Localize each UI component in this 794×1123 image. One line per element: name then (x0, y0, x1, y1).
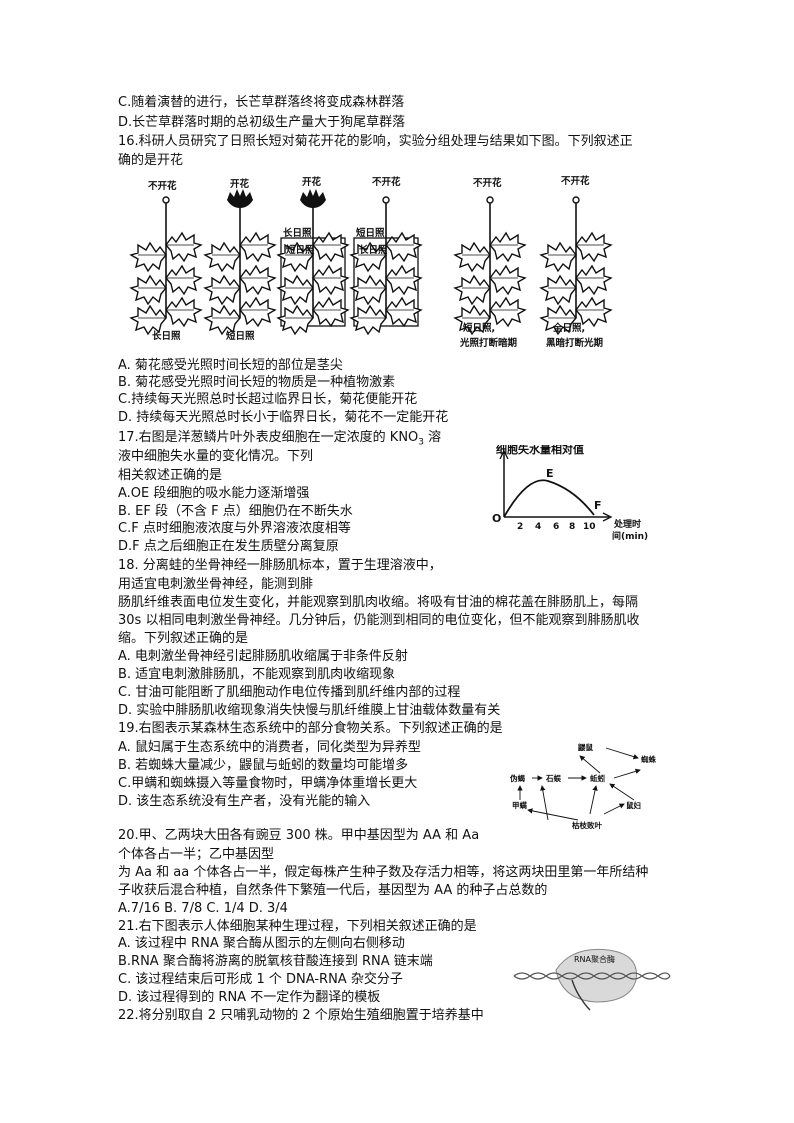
plant-4-lower-label: 长日照 (359, 245, 388, 256)
q19-option-a: A. 鼠妇属于生态系统中的消费者，同化类型为异养型 (118, 740, 421, 755)
q21-transcription-figure: RNA聚合酶 (512, 940, 672, 1012)
q18-option-a: A. 电刺激坐骨神经引起腓肠肌收缩属于非条件反射 (118, 649, 408, 664)
plant-4-upper-label: 短日照 (356, 228, 385, 239)
q19-option-b: B. 若蜘蛛大量减少，鼹鼠与蚯蚓的数量均可能增多 (118, 758, 409, 773)
tick-2: 2 (517, 522, 523, 532)
q21-option-b: B.RNA 聚合酶将游离的脱氧核苷酸连接到 RNA 链末端 (118, 954, 433, 969)
q15-option-c: C.随着演替的进行，长芒草群落终将变成森林群落 (118, 95, 405, 110)
q17-stem-subscript: 3 (418, 437, 425, 448)
q18-line4: 30s 以相同电刺激坐骨神经。几分钟后，仍能测到相同的电位变化，但不能观察到腓肠… (118, 613, 640, 628)
plant-2-bottom-label: 短日照 (226, 331, 255, 342)
q20-line1: 20.甲、乙两块大田各有豌豆 300 株。甲中基因型为 AA 和 Aa (118, 828, 480, 843)
plant-1 (131, 196, 201, 334)
rna-strand (571, 979, 591, 1011)
q18-option-d: D. 实验中腓肠肌收缩现象消失快慢与肌纤维膜上甘油载体数量有关 (118, 703, 501, 718)
q16-option-a: A. 菊花感受光照时间长短的部位是茎尖 (118, 358, 343, 373)
q17-option-c: C.F 点时细胞液浓度与外界溶液浓度相等 (118, 521, 351, 536)
plant-3-upper-label: 长日照 (283, 228, 312, 239)
q21-option-c: C. 该过程结束后可形成 1 个 DNA-RNA 杂交分子 (118, 972, 403, 987)
plant-5-bottom-label-1: 短日照, (463, 323, 496, 334)
plant-4-top-label: 不开花 (372, 177, 401, 188)
plant-6-bottom-label-1: 全日照, (553, 323, 586, 334)
q19-option-d: D. 该生态系统没有生产者，没有光能的输入 (118, 794, 371, 809)
q22-stem: 22.将分别取自 2 只哺乳动物的 2 个原始生殖细胞置于培养基中 (118, 1008, 484, 1023)
dna-strand-2 (513, 972, 671, 980)
q17-stem-line1: 17.右图是洋葱鳞片叶外表皮细胞在一定浓度的 KNO3 溶 (118, 429, 441, 452)
plant-5 (455, 196, 525, 334)
y-axis-arrow (499, 449, 509, 460)
q20-line3: 为 Aa 和 aa 个体各占一半，假定每株产生种子数及存活力相等，将这两块田里第… (118, 865, 649, 880)
q16-option-b: B. 菊花感受光照时间长短的物质是一种植物激素 (118, 375, 396, 390)
q16-stem-line2: 确的是开花 (118, 153, 184, 168)
q18-line1: 18. 分离蛙的坐骨神经一腓肠肌标本，置于生理溶液中， (118, 558, 442, 573)
q16-plant-svg (118, 189, 638, 355)
q17-option-a: A.OE 段细胞的吸水能力逐渐增强 (118, 486, 310, 501)
plant-6-bottom-label-2: 黑暗打断光期 (546, 338, 604, 349)
plant-3 (278, 189, 348, 334)
q20-options: A.7/16 B. 7/8 C. 1/4 D. 3/4 (118, 901, 288, 916)
node-mole: 鼹鼠 (578, 742, 593, 752)
q17-chart: 细胞失水量相对值 O 2 4 6 8 10 E F 处理时 间(min) (484, 442, 664, 545)
q18-line3: 肠肌纤维表面电位发生变化，并能观察到肌肉收缩。将吸有甘油的棉花盖在腓肠肌上，每隔 (118, 595, 639, 610)
tick-4: 4 (535, 522, 541, 532)
plant-1-top-label: 不开花 (148, 181, 177, 192)
q21-transcription-svg: RNA聚合酶 (513, 948, 671, 1011)
node-litter: 枯枝败叶 (572, 820, 602, 830)
q17-stem-line3: 相关叙述正确的是 (118, 468, 223, 483)
plant-3-lower-label: 短日照 (286, 245, 315, 256)
tick-6: 6 (553, 522, 559, 532)
node-spider: 蜘蛛 (641, 754, 656, 764)
q18-line2: 用适宜电刺激坐骨神经，能测到腓 (118, 577, 314, 592)
q17-stem-part2: 溶 (424, 430, 442, 445)
q15-option-d: D.长芒草群落时期的总初级生产量大于狗尾草群落 (118, 115, 406, 130)
q19-option-c: C.甲螨和蜘蛛摄入等量食物时，甲螨净体重增长更大 (118, 776, 418, 791)
tick-8: 8 (569, 522, 575, 532)
x-axis-arrow (602, 512, 613, 522)
q17-stem-part1: 17.右图是洋葱鳞片叶外表皮细胞在一定浓度的 KNO (118, 430, 419, 445)
plant-4 (351, 196, 421, 334)
q18-line5: 缩。下列叙述正确的是 (118, 631, 249, 646)
q19-food-web-svg: 鼹鼠 蜘蛛 伪蝎 石蜈 蚯蚓 甲螨 鼠妇 枯枝败叶 (509, 742, 656, 830)
plant-2-top-label: 开花 (230, 179, 250, 190)
chart-xlabel-2: 间(min) (612, 530, 648, 542)
q18-option-c: C. 甘油可能阻断了肌细胞动作电位传播到肌纤维内部的过程 (118, 685, 461, 700)
q20-line2: 个体各占一半；乙中基因型 (118, 847, 275, 862)
plant-5-top-label: 不开花 (473, 178, 502, 189)
q21-stem: 21.右下图表示人体细胞某种生理过程，下列相关叙述正确的是 (118, 919, 477, 934)
q17-chart-svg: 细胞失水量相对值 O 2 4 6 8 10 E F 处理时 间(min) (492, 442, 648, 542)
node-centipede: 石蜈 (545, 773, 561, 783)
q17-stem-line2: 液中细胞失水量的变化情况。下列 (118, 449, 314, 464)
node-mite: 甲螨 (512, 800, 527, 810)
q18-option-b: B. 适宜电刺激腓肠肌，不能观察到肌肉收缩现象 (118, 667, 396, 682)
chart-ylabel: 细胞失水量相对值 (496, 445, 584, 456)
plant-6 (541, 196, 611, 334)
q19-food-web: 鼹鼠 蜘蛛 伪蝎 石蜈 蚯蚓 甲螨 鼠妇 枯枝败叶 (508, 738, 668, 834)
plant-5-bottom-label-2: 光照打断暗期 (460, 338, 518, 349)
water-loss-curve (503, 479, 595, 518)
node-earthworm: 蚯蚓 (590, 773, 605, 783)
q16-plant-figure: 不开花 长日照 开花 短日照 开花 长日照 短日照 不开花 短日照 长日照 不开… (118, 170, 638, 355)
point-e-label: E (546, 467, 554, 480)
q16-option-d: D. 持续每天光照总时长小于临界日长，菊花不一定能开花 (118, 410, 449, 425)
chart-origin: O (492, 512, 501, 525)
q21-option-a: A. 该过程中 RNA 聚合酶从图示的左侧向右侧移动 (118, 936, 405, 951)
tick-10: 10 (583, 522, 596, 532)
plant-6-top-label: 不开花 (561, 176, 590, 187)
q21-option-d: D. 该过程得到的 RNA 不一定作为翻译的模板 (118, 990, 381, 1005)
node-pseudoscorpion: 伪蝎 (509, 773, 525, 783)
point-f-label: F (594, 499, 602, 512)
node-woodlouse: 鼠妇 (626, 800, 641, 810)
q16-stem-line1: 16.科研人员研究了日照长短对菊花开花的影响，实验分组处理与结果如下图。下列叙述… (118, 134, 633, 149)
q17-option-d: D.F 点之后细胞正在发生质壁分离复原 (118, 539, 339, 554)
rna-polymerase-label: RNA聚合酶 (574, 954, 615, 964)
plant-3-top-label: 开花 (302, 177, 322, 188)
plant-1-bottom-label: 长日照 (152, 331, 181, 342)
q17-option-b: B. EF 段（不含 F 点）细胞仍在不断失水 (118, 504, 353, 519)
q20-line4: 子收获后混合种植，自然条件下繁殖一代后，基因型为 AA 的种子占总数的 (118, 883, 548, 898)
q16-option-c: C.持续每天光照总时长超过临界日长，菊花便能开花 (118, 392, 418, 407)
chart-xlabel-1: 处理时 (613, 518, 641, 530)
plant-2 (205, 189, 275, 334)
q19-stem: 19.右图表示某森林生态系统中的部分食物关系。下列叙述正确的是 (118, 721, 503, 736)
